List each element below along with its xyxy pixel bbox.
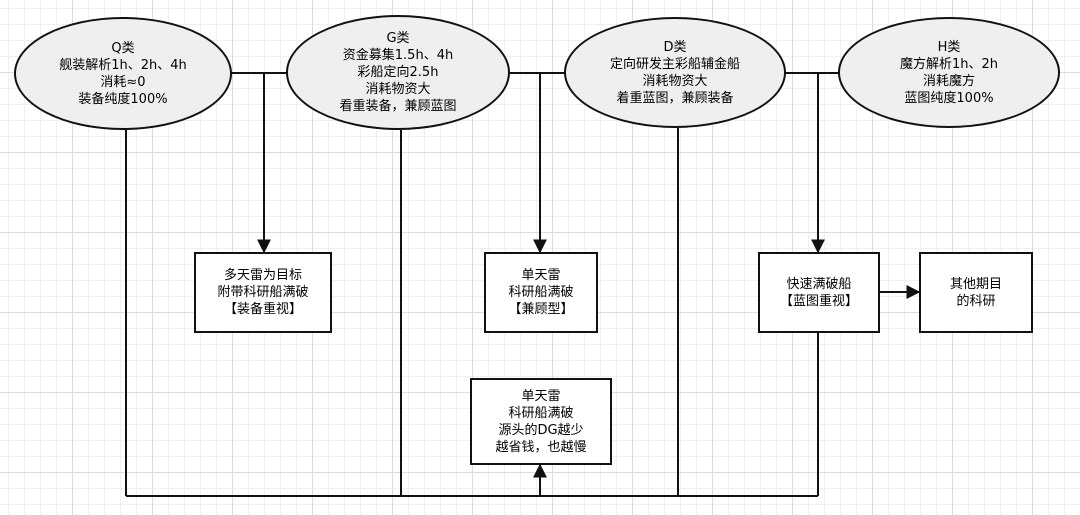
category-g-title: G类: [386, 31, 410, 46]
outcome-line: 越省钱，也越慢: [495, 439, 587, 455]
outcome-line: 的科研: [956, 293, 996, 309]
outcome-dg-less-box: 单天雷 科研船满破 源头的DG越少 越省钱，也越慢: [470, 378, 612, 465]
outcome-other-research-box: 其他期目 的科研: [919, 252, 1033, 333]
category-q-line: 消耗≈0: [100, 74, 146, 90]
outcome-blueprint-focus-box: 快速满破船 【蓝图重视】: [758, 252, 880, 333]
category-h-line: 蓝图纯度100%: [904, 90, 994, 106]
outcome-line: 科研船满破: [508, 285, 574, 300]
category-g-ellipse: G类 资金募集1.5h、4h 彩船定向2.5h 消耗物资大 看重装备，兼顾蓝图: [286, 15, 510, 130]
outcome-line: 源头的DG越少: [498, 422, 584, 438]
category-q-line: 装备纯度100%: [78, 91, 168, 107]
category-h-line: 消耗魔方: [922, 73, 975, 89]
category-h-line: 魔方解析1h、2h: [899, 56, 999, 72]
outcome-line: 单天雷: [521, 268, 561, 283]
outcome-line: 科研船满破: [508, 405, 574, 421]
outcome-balanced-box: 单天雷 科研船满破 【兼顾型】: [484, 252, 598, 333]
outcome-line: 快速满破船: [786, 276, 852, 292]
category-d-line: 着重蓝图，兼顾装备: [616, 90, 734, 106]
outcome-line: 【兼顾型】: [508, 302, 574, 317]
category-g-line: 看重装备，兼顾蓝图: [339, 99, 457, 114]
category-d-ellipse: D类 定向研发主彩船辅金船 消耗物资大 着重蓝图，兼顾装备: [564, 17, 786, 128]
outcome-equipment-focus-box: 多天雷为目标 附带科研船满破 【装备重视】: [194, 252, 332, 333]
category-q-ellipse: Q类 舰装解析1h、2h、4h 消耗≈0 装备纯度100%: [14, 17, 232, 130]
category-g-line: 消耗物资大: [365, 82, 431, 97]
category-q-line: 舰装解析1h、2h、4h: [59, 57, 187, 73]
category-h-ellipse: H类 魔方解析1h、2h 消耗魔方 蓝图纯度100%: [838, 17, 1060, 128]
outcome-line: 单天雷: [521, 388, 561, 404]
category-d-line: 消耗物资大: [642, 73, 708, 89]
category-q-title: Q类: [111, 40, 135, 56]
category-d-title: D类: [663, 39, 687, 55]
outcome-line: 多天雷为目标: [223, 268, 302, 283]
category-g-line: 彩船定向2.5h: [357, 65, 439, 80]
outcome-line: 附带科研船满破: [217, 285, 309, 300]
outcome-line: 其他期目: [949, 276, 1002, 292]
category-h-title: H类: [937, 39, 961, 55]
outcome-line: 【蓝图重视】: [779, 293, 858, 309]
category-g-line: 资金募集1.5h、4h: [342, 48, 454, 63]
outcome-line: 【装备重视】: [223, 302, 302, 317]
category-d-line: 定向研发主彩船辅金船: [609, 56, 740, 72]
